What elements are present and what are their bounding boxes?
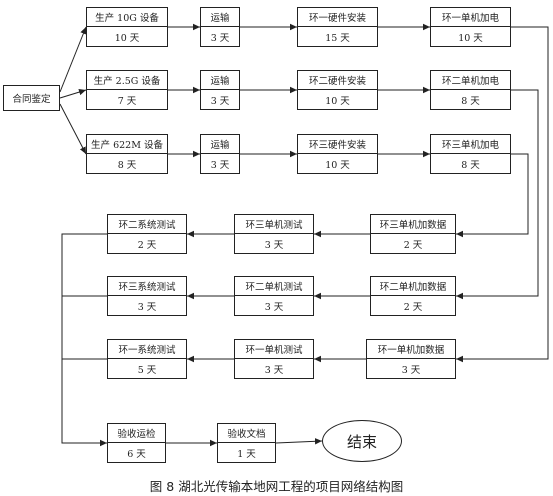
node-duration: 8 天 (461, 159, 480, 171)
transport-node-2: 运输 3 天 (200, 70, 240, 110)
node-label: 环一硬件安装 (298, 8, 377, 27)
node-duration: 3 天 (264, 364, 284, 376)
ring1-power-on-node: 环一单机加电 10 天 (430, 7, 511, 47)
node-label: 生产 622M 设备 (87, 135, 167, 154)
transport-node-1: 运输 3 天 (200, 7, 240, 47)
node-duration: 3 天 (401, 364, 421, 376)
ring2-system-test-node: 环二系统测试 2 天 (107, 214, 187, 254)
ring3-unit-test-node: 环三单机测试 3 天 (234, 214, 314, 254)
ring3-system-test-node: 环三系统测试 3 天 (107, 276, 187, 316)
acceptance-inspection-node: 验收运检 6 天 (107, 423, 166, 463)
node-label: 验收运检 (108, 424, 165, 443)
ring2-data-load-node: 环二单机加数据 2 天 (370, 276, 456, 316)
node-duration: 7 天 (117, 95, 137, 107)
node-duration: 6 天 (127, 448, 146, 460)
node-label: 环二单机加电 (431, 71, 510, 90)
connector-arrow (59, 89, 87, 99)
node-duration: 10 天 (458, 32, 483, 44)
node-duration: 2 天 (403, 301, 423, 313)
node-label: 环二单机测试 (235, 277, 313, 296)
ring3-data-load-node: 环三单机加数据 2 天 (370, 214, 456, 254)
node-duration: 8 天 (117, 159, 137, 171)
produce-10g-equipment-node: 生产 10G 设备 10 天 (86, 7, 168, 47)
node-duration: 10 天 (114, 32, 140, 44)
node-label: 环三单机加电 (431, 135, 510, 154)
node-label: 验收文档 (218, 424, 275, 443)
ring2-hardware-install-node: 环二硬件安装 10 天 (297, 70, 378, 110)
node-duration: 5 天 (137, 364, 157, 376)
node-duration: 15 天 (325, 32, 350, 44)
node-duration: 3 天 (137, 301, 157, 313)
node-label: 环二系统测试 (108, 215, 186, 234)
node-duration: 3 天 (210, 159, 230, 171)
node-duration: 3 天 (264, 301, 284, 313)
node-duration: 10 天 (325, 159, 350, 171)
ring1-hardware-install-node: 环一硬件安装 15 天 (297, 7, 378, 47)
connector-arrow (59, 26, 87, 93)
node-label: 环二单机加数据 (371, 277, 455, 296)
produce-2-5g-equipment-node: 生产 2.5G 设备 7 天 (86, 70, 168, 110)
contract-review-node: 合同鉴定 (3, 85, 60, 111)
end-node: 结束 (322, 420, 402, 462)
produce-622m-equipment-node: 生产 622M 设备 8 天 (86, 134, 168, 174)
transport-node-3: 运输 3 天 (200, 134, 240, 174)
connector-arrow (61, 233, 107, 447)
ring2-unit-test-node: 环二单机测试 3 天 (234, 276, 314, 316)
node-duration: 1 天 (237, 448, 256, 460)
node-label: 环三单机测试 (235, 215, 313, 234)
connector-arrow (456, 26, 549, 363)
connector-arrow (275, 438, 323, 445)
node-duration: 2 天 (403, 239, 423, 251)
ring3-hardware-install-node: 环三硬件安装 10 天 (297, 134, 378, 174)
node-label: 环二硬件安装 (298, 71, 377, 90)
node-label: 运输 (201, 135, 239, 154)
node-label: 运输 (201, 8, 239, 27)
figure-caption: 图 8 湖北光传输本地网工程的项目网络结构图 (149, 479, 404, 494)
ring1-system-test-node: 环一系统测试 5 天 (107, 339, 187, 379)
node-duration: 3 天 (210, 95, 230, 107)
node-duration: 3 天 (210, 32, 230, 44)
node-label: 运输 (201, 71, 239, 90)
node-label: 生产 2.5G 设备 (87, 71, 167, 90)
node-duration: 3 天 (264, 239, 284, 251)
node-label: 生产 10G 设备 (87, 8, 167, 27)
acceptance-documents-node: 验收文档 1 天 (217, 423, 276, 463)
ring1-unit-test-node: 环一单机测试 3 天 (234, 339, 314, 379)
node-duration: 8 天 (461, 95, 480, 107)
node-label: 环一系统测试 (108, 340, 186, 359)
node-duration: 10 天 (325, 95, 350, 107)
connector-arrow (456, 89, 539, 300)
node-label: 环三硬件安装 (298, 135, 377, 154)
ring1-data-load-node: 环一单机加数据 3 天 (366, 339, 456, 379)
node-label: 环一单机加电 (431, 8, 510, 27)
node-duration: 2 天 (137, 239, 157, 251)
node-label: 环一单机加数据 (367, 340, 455, 359)
node-label: 环三单机加数据 (371, 215, 455, 234)
connector-arrow (59, 103, 87, 155)
connector-arrow (456, 153, 529, 238)
ring3-power-on-node: 环三单机加电 8 天 (430, 134, 511, 174)
node-label: 环三系统测试 (108, 277, 186, 296)
node-label: 环一单机测试 (235, 340, 313, 359)
ring2-power-on-node: 环二单机加电 8 天 (430, 70, 511, 110)
